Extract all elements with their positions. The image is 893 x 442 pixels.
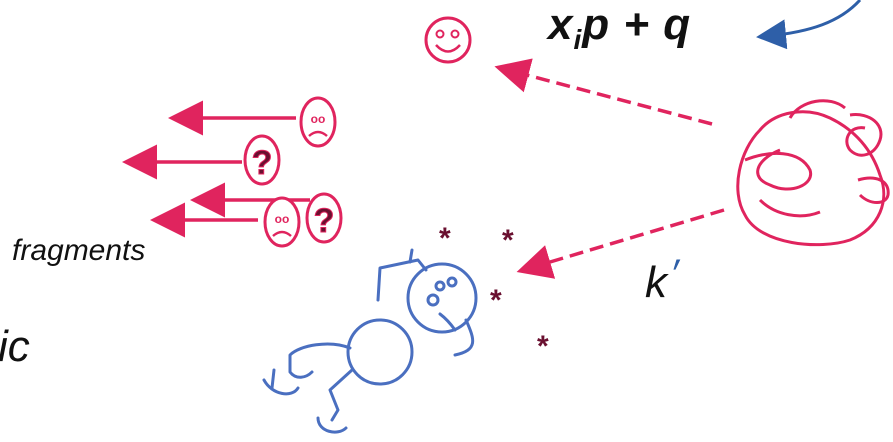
stick-figure-icon bbox=[262, 248, 478, 434]
formula-label: xip + q bbox=[548, 0, 691, 56]
sad-face-icon: oo bbox=[299, 96, 337, 148]
formula-x: x bbox=[548, 0, 574, 49]
fragment-arrows bbox=[122, 100, 310, 238]
k-letter: k bbox=[645, 258, 667, 307]
asterisk-mark: * bbox=[490, 284, 502, 317]
sad-face-icon: oo bbox=[263, 196, 301, 248]
asterisk-mark: * bbox=[502, 224, 514, 257]
asterisk-mark: * bbox=[439, 222, 451, 255]
asterisk-stars: * * * * bbox=[439, 222, 549, 363]
question-face-icon: ? bbox=[243, 134, 281, 186]
dashed-arrow-to-figure bbox=[516, 208, 725, 279]
formula-rest: p + q bbox=[582, 0, 692, 49]
question-face-icon: ? bbox=[305, 192, 343, 244]
eyes-glyph: oo bbox=[311, 112, 326, 126]
tangle-blob-icon bbox=[736, 99, 890, 247]
dashed-arrow-to-smiley bbox=[494, 58, 713, 126]
curved-arrow-icon bbox=[756, 0, 862, 50]
eyes-glyph: oo bbox=[275, 212, 290, 226]
question-glyph: ? bbox=[252, 144, 273, 182]
smiley-face-icon bbox=[424, 16, 472, 64]
question-glyph: ? bbox=[314, 202, 335, 240]
k-prime-label: k′ bbox=[645, 252, 682, 308]
partial-word-label: ic bbox=[0, 322, 30, 371]
formula-subscript: i bbox=[573, 23, 583, 55]
fragments-label: fragments bbox=[12, 234, 146, 267]
asterisk-mark: * bbox=[537, 330, 549, 363]
